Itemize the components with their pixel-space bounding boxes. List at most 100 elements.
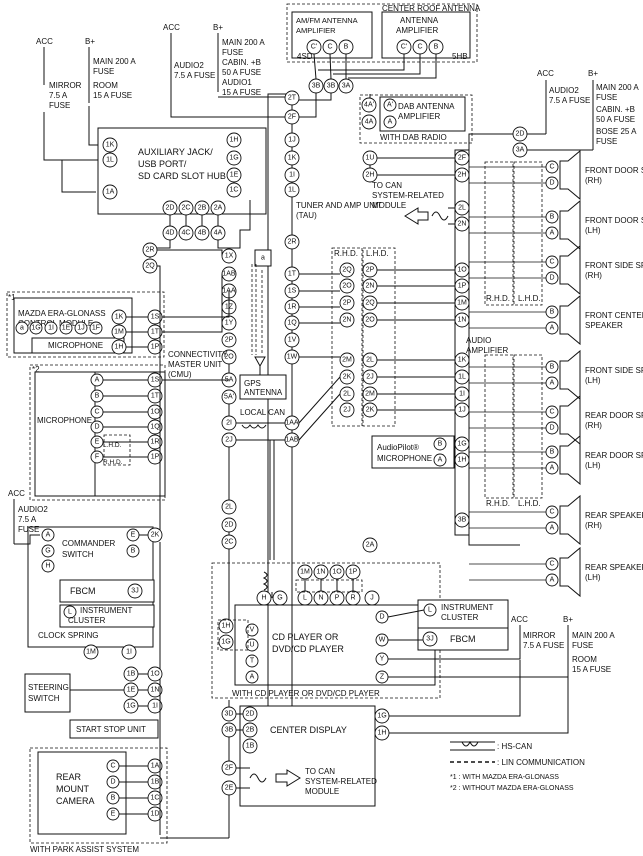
svg-text:1G: 1G [377, 713, 386, 720]
svg-text:W: W [379, 637, 386, 644]
speaker-label: FRONT DOOR SPEAKER(LH) [585, 216, 643, 235]
svg-text:SWITCH: SWITCH [62, 550, 94, 559]
svg-text:15 A FUSE: 15 A FUSE [93, 91, 132, 100]
svg-text:2Q: 2Q [145, 263, 155, 270]
amp-center-pins: 2Q 2O 2P 2N 2P 2N 2Q 2O 1O 1P 1M 1N 2M 2… [339, 262, 470, 528]
svg-text:3B: 3B [458, 517, 467, 524]
svg-text:CENTER DISPLAY: CENTER DISPLAY [270, 725, 347, 735]
svg-text:COMMANDER: COMMANDER [62, 539, 116, 548]
svg-text:2K: 2K [343, 374, 352, 381]
svg-text:D: D [549, 180, 554, 187]
svg-text:2A: 2A [366, 542, 375, 549]
svg-text:FUSE: FUSE [93, 67, 114, 76]
center-roof-label: CENTER ROOF ANTENNA [382, 4, 481, 13]
svg-text:ANTENNA: ANTENNA [400, 16, 439, 25]
svg-text:1I: 1I [152, 703, 158, 710]
svg-text:2M: 2M [342, 357, 352, 364]
svg-text:1G: 1G [126, 703, 135, 710]
svg-text:4A': 4A' [364, 102, 374, 109]
svg-text:B: B [438, 441, 443, 448]
svg-text:7.5 A FUSE: 7.5 A FUSE [549, 96, 590, 105]
svg-text:Y: Y [380, 656, 385, 663]
svg-text:DVD/CD PLAYER: DVD/CD PLAYER [272, 644, 344, 654]
svg-text:2Q: 2Q [342, 267, 352, 274]
svg-text:MAIN 200 A: MAIN 200 A [596, 83, 639, 92]
svg-text:B: B [434, 44, 439, 51]
svg-text:1P: 1P [151, 344, 160, 351]
svg-text:A': A' [387, 102, 393, 109]
steering-switch-box [24, 673, 71, 713]
can-arrow-right-icon [275, 769, 301, 787]
svg-text:L.H.D.: L.H.D. [518, 294, 541, 303]
svg-text:C': C' [311, 44, 317, 51]
display-pins: 3D 2D 3B 2B 1B 2F 2E 1G 1H [221, 706, 390, 796]
svg-text:1L: 1L [458, 374, 466, 381]
svg-text:2L: 2L [343, 391, 351, 398]
svg-text:AMPLIFIER: AMPLIFIER [398, 112, 440, 121]
svg-text:2K: 2K [151, 532, 160, 539]
svg-text:1I: 1I [48, 325, 54, 332]
svg-text:CD PLAYER OR: CD PLAYER OR [272, 632, 339, 642]
speaker-label: REAR DOOR SPEAKER(LH) [585, 451, 643, 470]
svg-text:*1: *1 [8, 293, 16, 302]
svg-text:CLOCK SPRING: CLOCK SPRING [38, 631, 98, 640]
svg-text:1F: 1F [92, 325, 100, 332]
svg-text:1O: 1O [150, 409, 160, 416]
roof-antenna-pins: C' C B C' C B 3B 3B 3A [299, 39, 444, 118]
svg-text:4A: 4A [365, 119, 374, 126]
svg-text:SYSTEM-RELATED: SYSTEM-RELATED [305, 777, 377, 786]
svg-text:Z: Z [380, 674, 385, 681]
aux-hub-pins: 1K 1L 1A 1H 1G 1E 1C 2D 2C 2B 2A 4D 4C 4… [102, 132, 251, 258]
svg-text:3D: 3D [225, 711, 234, 718]
svg-text:B: B [111, 795, 116, 802]
svg-text:1M: 1M [114, 329, 124, 336]
svg-text:1O: 1O [332, 569, 342, 576]
svg-text:1I: 1I [289, 172, 295, 179]
svg-text:AUDIO2: AUDIO2 [549, 86, 579, 95]
svg-text:A: A [438, 457, 443, 464]
svg-text:5A: 5A [225, 377, 234, 384]
svg-text:D: D [379, 614, 384, 621]
svg-text:3J: 3J [426, 636, 433, 643]
svg-text:CLUSTER: CLUSTER [68, 616, 106, 625]
svg-text:WITH DAB RADIO: WITH DAB RADIO [380, 133, 447, 142]
svg-text:2H: 2H [366, 172, 375, 179]
svg-text:1R: 1R [151, 439, 160, 446]
svg-text:B: B [95, 393, 100, 400]
svg-text:L.H.D.: L.H.D. [366, 249, 389, 258]
center-display-box [239, 705, 376, 807]
svg-text:2D: 2D [246, 711, 255, 718]
svg-text:1AA: 1AA [285, 420, 299, 427]
svg-text:ROOM: ROOM [572, 655, 597, 664]
svg-text:2L: 2L [225, 504, 233, 511]
svg-text:1H: 1H [458, 457, 467, 464]
svg-text:1G: 1G [221, 639, 230, 646]
svg-text:15 A FUSE: 15 A FUSE [222, 88, 261, 97]
svg-text:AMPLIFIER: AMPLIFIER [396, 26, 438, 35]
svg-text:1H: 1H [378, 730, 387, 737]
svg-text:2D: 2D [225, 522, 234, 529]
svg-text:A: A [550, 465, 555, 472]
svg-text:*2 : WITHOUT MAZDA ERA-GLONASS: *2 : WITHOUT MAZDA ERA-GLONASS [450, 785, 574, 792]
svg-text:*2: *2 [32, 365, 40, 374]
svg-text:A: A [550, 525, 555, 532]
svg-text:H: H [261, 595, 266, 602]
svg-text:4B: 4B [198, 230, 207, 237]
svg-text:1S: 1S [151, 314, 160, 321]
svg-text:C: C [549, 409, 554, 416]
svg-text:: HS-CAN: : HS-CAN [497, 742, 532, 751]
svg-text:2F: 2F [288, 114, 296, 121]
speaker-label: FRONT SIDE SPEAKER(RH) [585, 261, 643, 280]
era-pins: 1K 1M 1H 1S 1T 1P a 1G 1I 1E 1J 1F [15, 309, 163, 355]
svg-text:A: A [550, 577, 555, 584]
svg-text:STEERING: STEERING [28, 683, 69, 692]
svg-text:C: C [94, 409, 99, 416]
svg-text:1G: 1G [31, 325, 40, 332]
lhd-frame [362, 247, 396, 427]
svg-text:3A: 3A [516, 147, 525, 154]
svg-text:C: C [327, 44, 332, 51]
svg-text:7.5 A: 7.5 A [18, 515, 37, 524]
